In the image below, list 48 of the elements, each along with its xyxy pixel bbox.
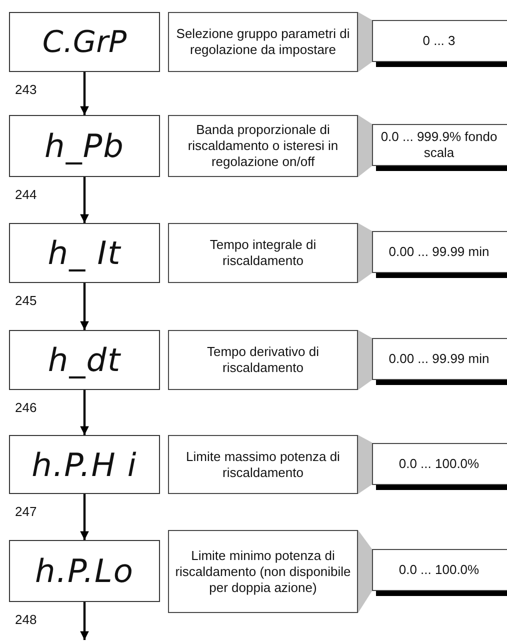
display-code: h.P.H i (32, 446, 138, 484)
description-box (168, 223, 358, 283)
callout-wedge (358, 435, 372, 494)
step-number: 243 (15, 82, 37, 97)
description-box (168, 115, 358, 177)
description-box (168, 435, 358, 494)
arrow (80, 602, 89, 640)
arrow (80, 72, 89, 115)
arrow (80, 494, 89, 540)
value-range: 0.0 ... 100.0% (398, 562, 480, 578)
callout-wedge (358, 530, 372, 613)
callout-wedge (358, 115, 372, 177)
description-text: Limite massimo potenza di riscaldamento (185, 448, 341, 480)
display-box (9, 540, 160, 602)
description-box (168, 330, 358, 390)
display-code: h_Pb (44, 127, 124, 165)
step-number: 246 (15, 400, 37, 415)
value-range: 0.0 ... 999.9% fondo scala (380, 129, 498, 161)
display-code: h.P.Lo (35, 552, 134, 590)
value-range: 0 ... 3 (422, 33, 456, 49)
arrow (80, 177, 89, 223)
value-range: 0.00 ... 99.99 min (388, 351, 490, 367)
callout-wedge (358, 223, 372, 283)
step-number: 247 (15, 504, 37, 519)
display-box (9, 330, 160, 390)
display-code: h_ It (48, 234, 122, 272)
description-box (168, 12, 358, 72)
arrow (80, 283, 89, 330)
description-text: Banda proporzionale di riscaldamento o isteresi in regolazione on/off (186, 122, 340, 170)
arrow (80, 390, 89, 435)
step-number: 245 (15, 293, 37, 308)
callout-wedge (358, 12, 372, 72)
description-text: Tempo integrale di riscaldamento (208, 237, 318, 269)
description-text: Selezione gruppo parametri di regolazione da impostare (175, 26, 351, 58)
display-box (9, 115, 160, 177)
display-box (9, 223, 160, 283)
description-text: Limite minimo potenza di riscaldamento (non disponibile per doppia azione) (174, 548, 352, 596)
value-range: 0.0 ... 100.0% (398, 456, 480, 472)
value-range: 0.00 ... 99.99 min (388, 244, 490, 260)
step-number: 244 (15, 187, 37, 202)
callout-wedge (358, 330, 372, 390)
display-code: h_dt (48, 341, 122, 379)
description-text: Tempo derivativo di riscaldamento (206, 344, 320, 376)
display-box (9, 435, 160, 494)
description-box (168, 530, 358, 613)
step-number: 248 (15, 612, 37, 627)
display-box (9, 12, 160, 72)
display-code: C.GrP (42, 24, 127, 60)
